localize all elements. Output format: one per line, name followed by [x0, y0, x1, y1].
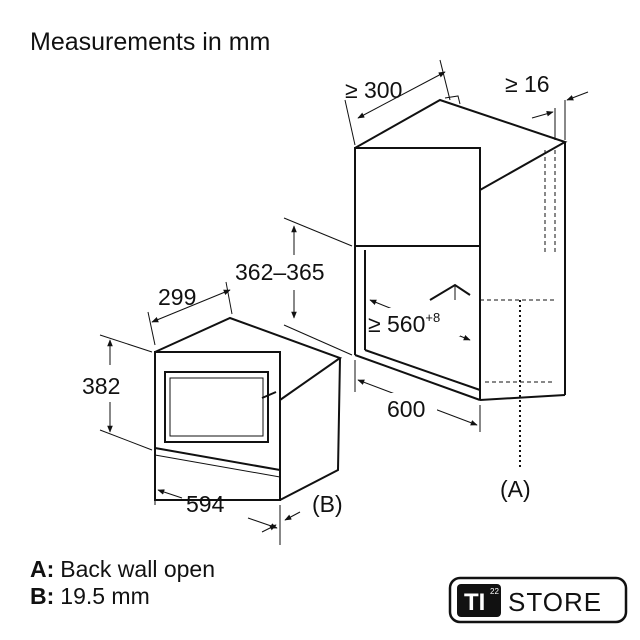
dim-appliance-depth: 299 [147, 281, 233, 346]
legend-key-b: B: [30, 583, 54, 609]
logo-store: STORE [508, 587, 602, 617]
diagram-title: Measurements in mm [30, 28, 270, 56]
dim-niche-depth: ≥ 560+8 [366, 299, 471, 341]
svg-text:B:19.5 mm: B:19.5 mm [30, 583, 150, 609]
dim-cabinet-depth: ≥ 300 [344, 59, 451, 146]
legend-text-b: 19.5 mm [60, 583, 149, 609]
logo-mark: TI [464, 589, 485, 616]
svg-text:A:Back wall open: A:Back wall open [30, 556, 215, 582]
dim-appliance-width: 594 [154, 475, 281, 545]
logo-superscript: 22 [490, 587, 499, 596]
legend-text-a: Back wall open [60, 556, 215, 582]
label-appliance-height: 382 [82, 373, 120, 399]
label-side-gap: ≥ 16 [505, 71, 550, 97]
appliance-drawing [154, 316, 343, 501]
label-niche-height: 362–365 [235, 259, 325, 285]
label-appliance-width: 594 [186, 491, 225, 517]
store-logo: TI 22 STORE [448, 576, 628, 624]
label-niche-depth-tolerance: +8 [425, 310, 440, 325]
dim-cabinet-width: 600 [354, 360, 481, 432]
label-cabinet-depth: ≥ 300 [345, 77, 402, 103]
callout-a: (A) [500, 476, 531, 502]
label-appliance-depth: 299 [158, 284, 196, 310]
label-niche-depth: ≥ 560 [368, 311, 425, 337]
label-cabinet-width: 600 [387, 396, 425, 422]
dim-callout-b: (B) [261, 491, 343, 533]
legend: A:Back wall open B:19.5 mm [30, 556, 215, 609]
legend-key-a: A: [30, 556, 54, 582]
dim-appliance-height: 382 [82, 334, 153, 451]
logo-mark-box [457, 584, 501, 617]
dim-niche-height: 362–365 [235, 217, 353, 356]
cabinet-drawing [354, 95, 568, 401]
svg-text:≥ 560+8: ≥ 560+8 [368, 310, 440, 337]
callout-b: (B) [312, 491, 343, 517]
dim-side-gap: ≥ 16 [505, 71, 589, 140]
